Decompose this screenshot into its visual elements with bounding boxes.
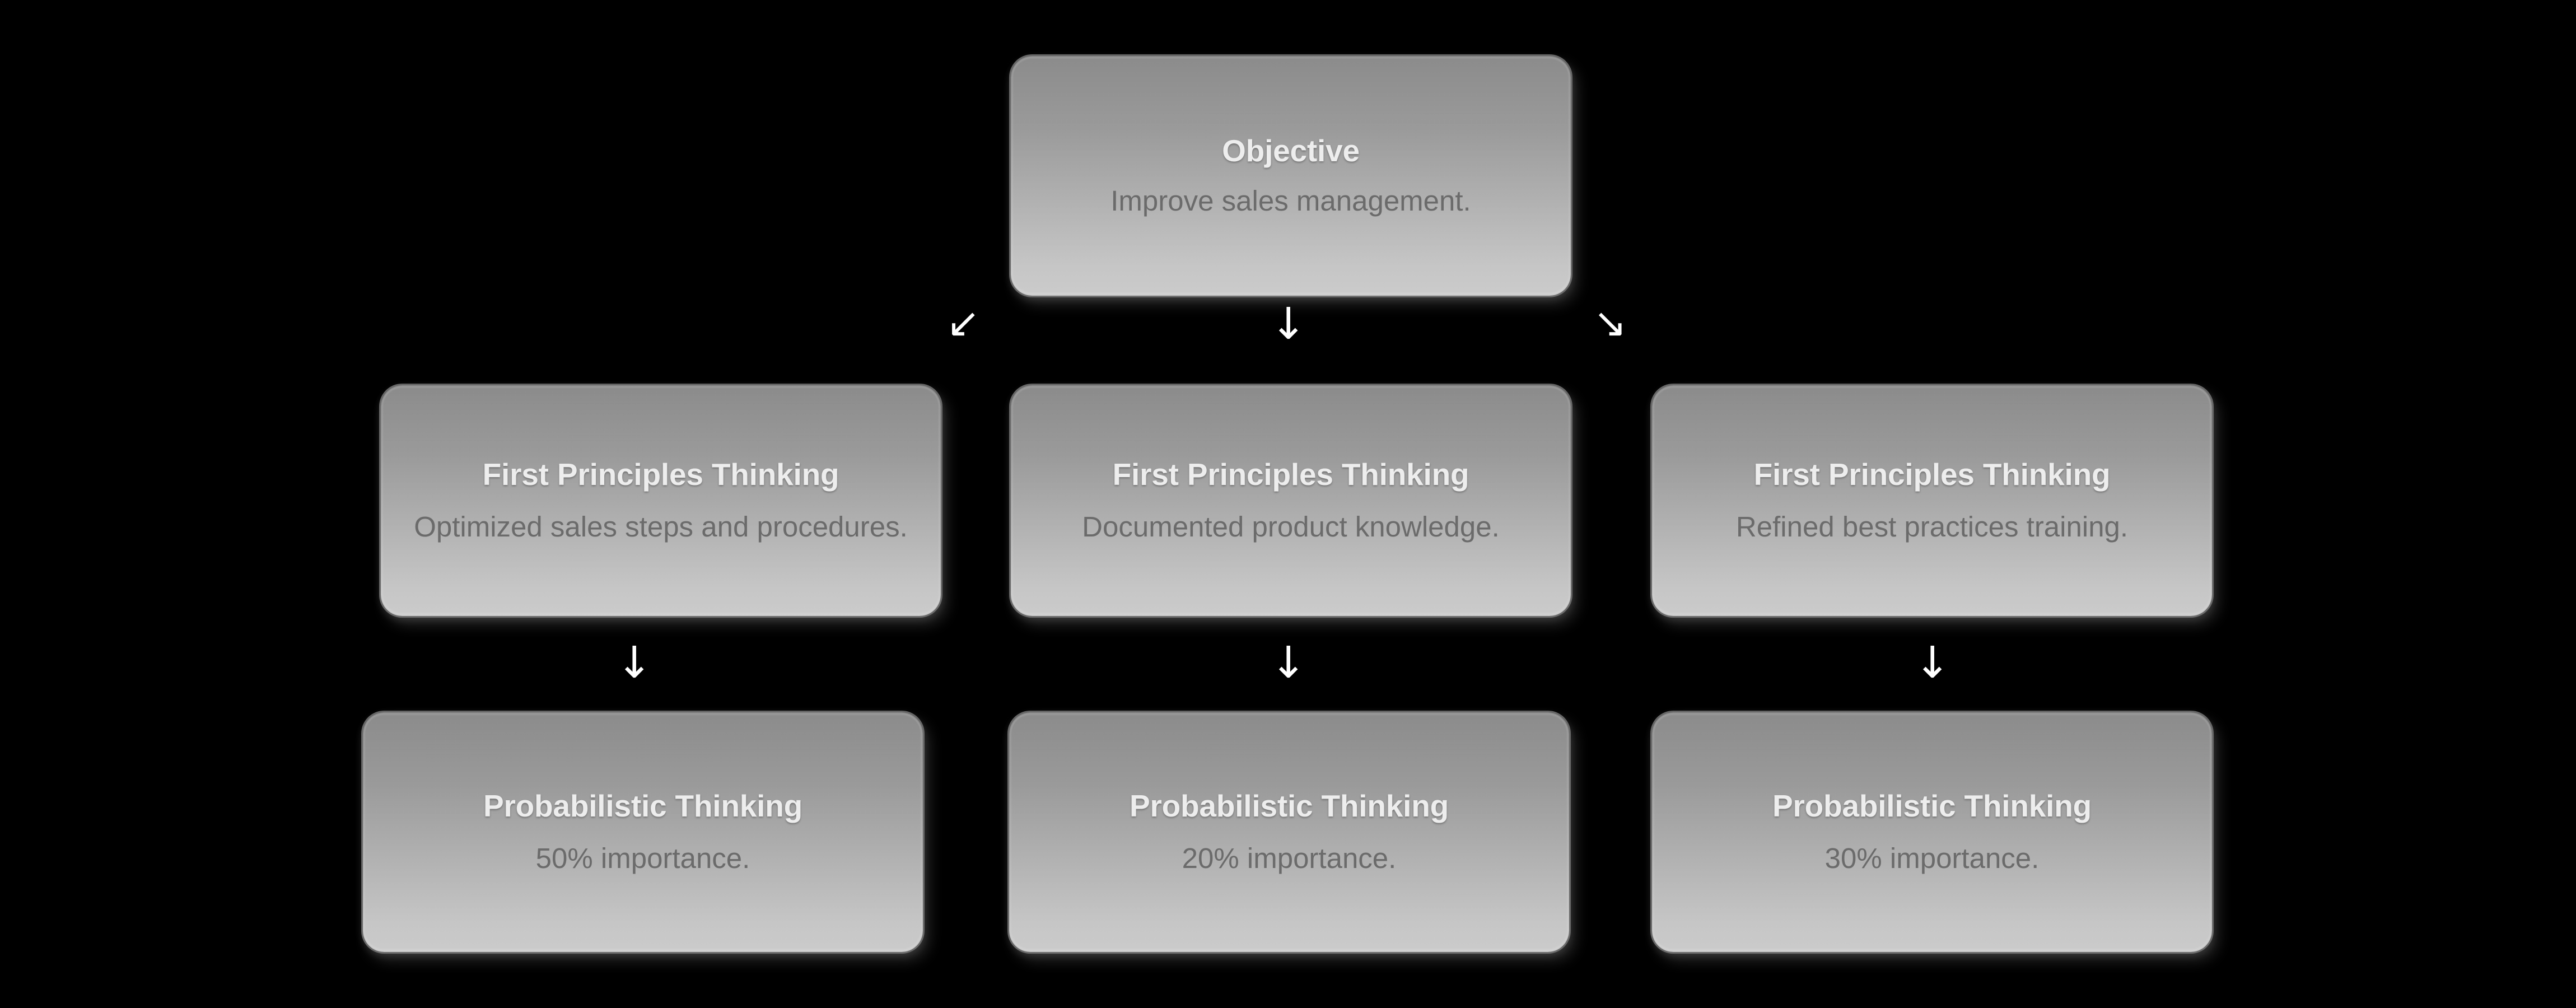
card-subtitle: Optimized sales steps and procedures.	[414, 510, 908, 543]
card-subtitle: 20% importance.	[1182, 842, 1397, 874]
card-title: First Principles Thinking	[482, 457, 839, 492]
card-title: Objective	[1222, 133, 1360, 169]
arrow-down-left-icon: ↙	[946, 299, 981, 346]
card-probabilistic-1[interactable]: Probabilistic Thinking 50% importance.	[363, 712, 923, 952]
arrow-down-icon: ↓	[616, 638, 653, 688]
card-probabilistic-2[interactable]: Probabilistic Thinking 20% importance.	[1009, 712, 1569, 952]
card-first-principles-2[interactable]: First Principles Thinking Documented pro…	[1011, 385, 1571, 616]
card-subtitle: 30% importance.	[1824, 842, 2040, 874]
card-title: Probabilistic Thinking	[1772, 788, 2092, 824]
card-subtitle: Improve sales management.	[1110, 184, 1471, 217]
arrow-down-right-icon: ↘	[1593, 299, 1627, 346]
card-probabilistic-3[interactable]: Probabilistic Thinking 30% importance.	[1652, 712, 2212, 952]
arrow-down-icon: ↓	[1270, 299, 1307, 349]
card-title: Probabilistic Thinking	[483, 788, 803, 824]
card-title: First Principles Thinking	[1753, 457, 2111, 492]
arrow-down-icon: ↓	[1270, 638, 1307, 688]
card-first-principles-1[interactable]: First Principles Thinking Optimized sale…	[381, 385, 941, 616]
card-subtitle: 50% importance.	[535, 842, 750, 874]
card-first-principles-3[interactable]: First Principles Thinking Refined best p…	[1652, 385, 2212, 616]
card-title: Probabilistic Thinking	[1129, 788, 1449, 824]
arrow-down-icon: ↓	[1914, 638, 1951, 688]
card-subtitle: Refined best practices training.	[1735, 510, 2129, 543]
card-objective[interactable]: Objective Improve sales management.	[1011, 56, 1571, 296]
card-title: First Principles Thinking	[1112, 457, 1469, 492]
card-subtitle: Documented product knowledge.	[1082, 510, 1500, 543]
